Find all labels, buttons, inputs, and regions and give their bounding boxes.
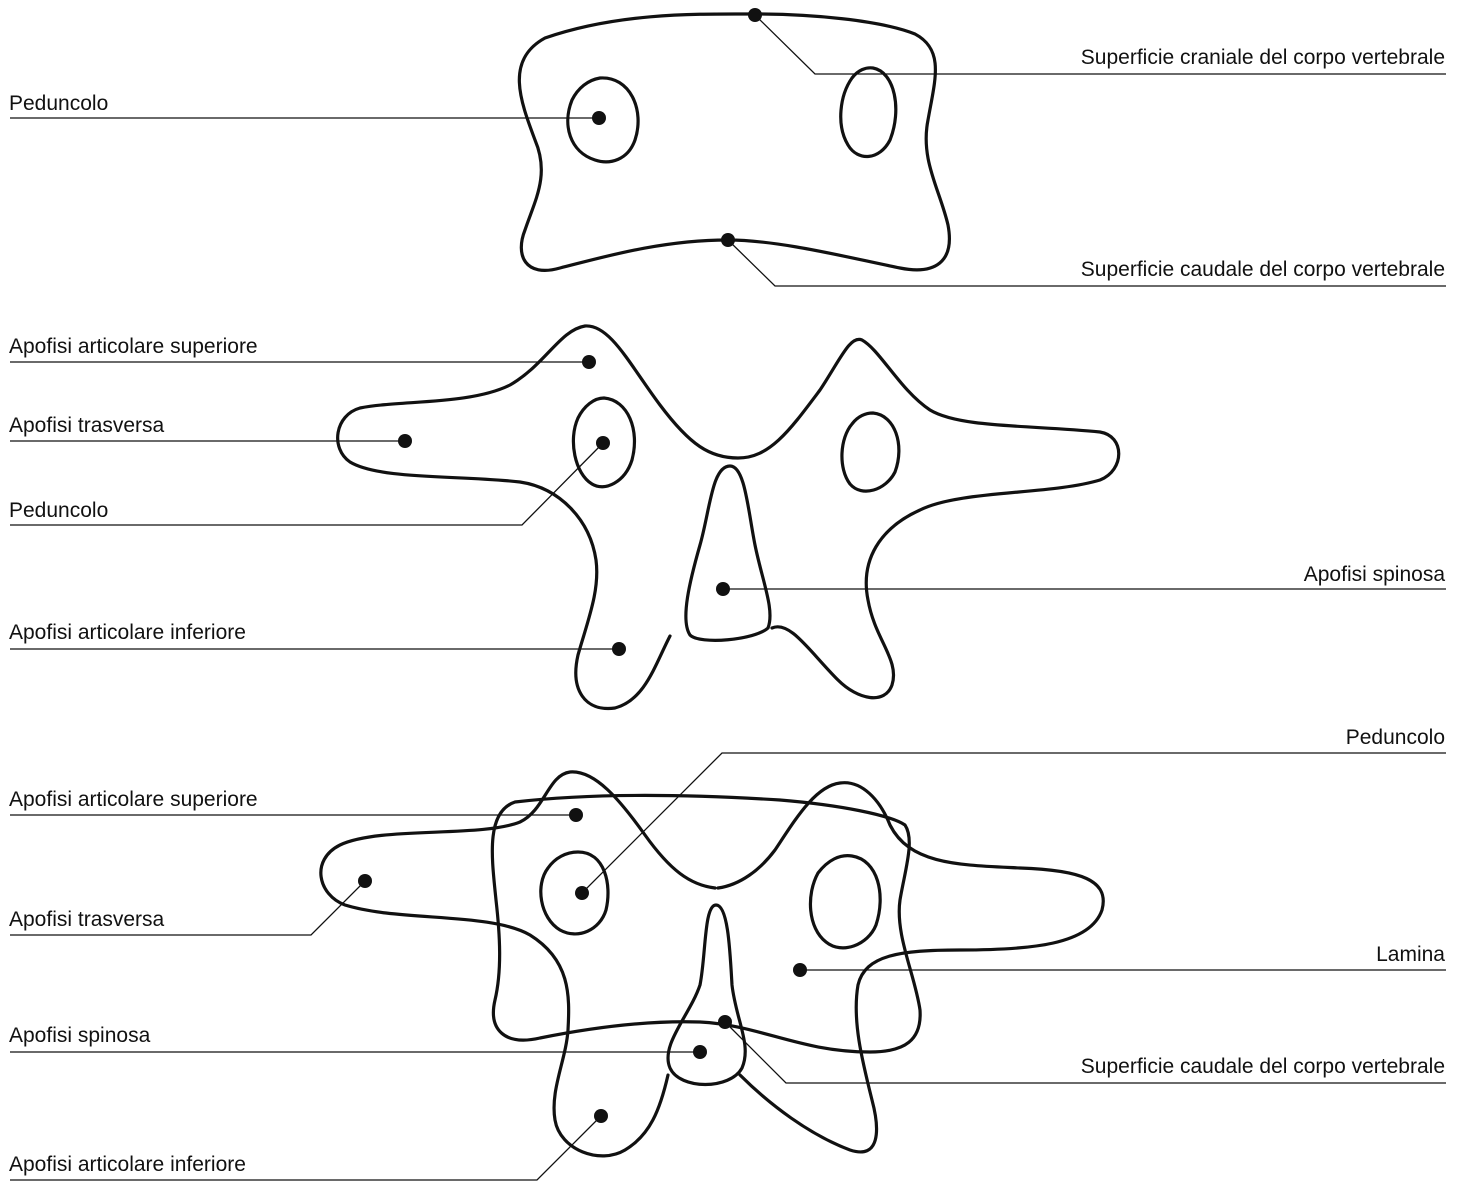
marker-art-sup-3 (569, 808, 583, 822)
marker-spinosa-2 (716, 582, 730, 596)
label-cranial-surface-1: Superficie craniale del corpo vertebrale (1081, 46, 1445, 70)
superimposed-right-pedicle-outline (810, 856, 880, 948)
label-spinosa-3: Apofisi spinosa (9, 1024, 150, 1048)
vertebral-arch-view (10, 326, 1446, 709)
arch-right-pedicle-outline (842, 413, 899, 491)
label-peduncolo-1: Peduncolo (9, 92, 108, 116)
arch-outline (338, 326, 1119, 709)
superimposed-view (10, 753, 1446, 1180)
label-caudal-surface-3: Superficie caudale del corpo vertebrale (1081, 1055, 1445, 1079)
marker-trasversa-3 (358, 874, 372, 888)
label-caudal-surface-1: Superficie caudale del corpo vertebrale (1081, 258, 1445, 282)
label-spinosa-2: Apofisi spinosa (1304, 563, 1445, 587)
label-lamina-3: Lamina (1376, 943, 1445, 967)
label-art-sup-3: Apofisi articolare superiore (9, 788, 258, 812)
marker-caudal-3 (718, 1015, 732, 1029)
label-art-inf-3: Apofisi articolare inferiore (9, 1153, 246, 1177)
marker-art-sup-2 (582, 355, 596, 369)
marker-peduncolo-2 (596, 436, 610, 450)
superimposed-spinous-outline (668, 905, 745, 1085)
marker-art-inf-3 (594, 1109, 608, 1123)
label-trasversa-3: Apofisi trasversa (9, 908, 164, 932)
leader-peduncolo-3 (582, 753, 1446, 893)
marker-caudal-1 (721, 233, 735, 247)
right-pedicle-outline (841, 68, 896, 157)
label-trasversa-2: Apofisi trasversa (9, 414, 164, 438)
label-peduncolo-3: Peduncolo (1346, 726, 1445, 750)
marker-art-inf-2 (612, 642, 626, 656)
label-art-sup-2: Apofisi articolare superiore (9, 335, 258, 359)
label-peduncolo-2: Peduncolo (9, 499, 108, 523)
marker-trasversa-2 (398, 434, 412, 448)
marker-spinosa-3 (693, 1045, 707, 1059)
vertebral-body-outline (519, 14, 949, 270)
superimposed-left-pedicle-outline (541, 852, 608, 934)
marker-cranial-1 (748, 8, 762, 22)
label-art-inf-2: Apofisi articolare inferiore (9, 621, 246, 645)
marker-lamina-3 (793, 963, 807, 977)
superimposed-arch-outline (321, 772, 1103, 1156)
marker-peduncolo-1 (592, 111, 606, 125)
marker-peduncolo-3 (575, 886, 589, 900)
spinous-process-outline (686, 466, 770, 640)
